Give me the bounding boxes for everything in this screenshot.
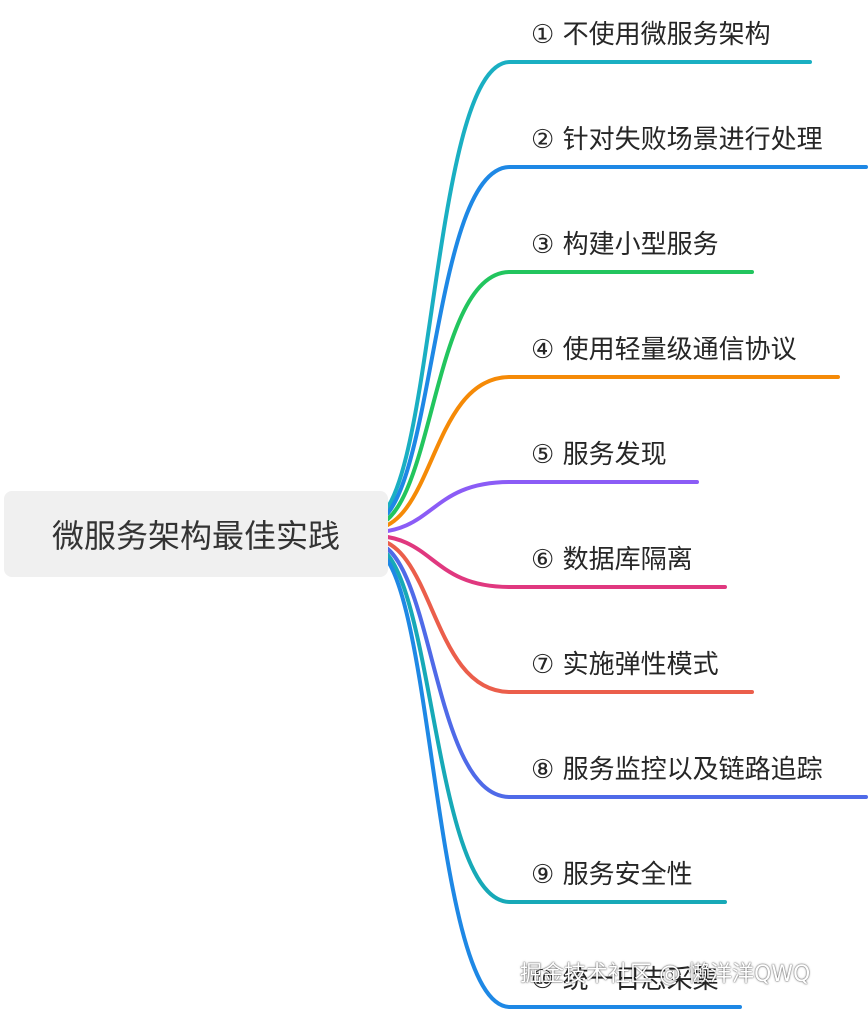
branch-node-4[interactable]: ④ 使用轻量级通信协议 (531, 335, 797, 365)
branch-node-8[interactable]: ⑧ 服务监控以及链路追踪 (531, 755, 823, 785)
branch-line-3 (368, 270, 754, 529)
branch-line-10 (368, 545, 742, 1009)
root-node[interactable]: 微服务架构最佳实践 (4, 491, 388, 577)
branch-line-7 (368, 536, 754, 694)
branch-node-9[interactable]: ⑨ 服务安全性 (531, 860, 693, 890)
branch-line-6 (368, 533, 727, 589)
branch-line-4 (368, 375, 840, 532)
branch-node-3[interactable]: ③ 构建小型服务 (531, 230, 719, 260)
branch-line-8 (368, 539, 868, 799)
branch-line-5 (368, 480, 699, 535)
branch-line-9 (368, 542, 727, 904)
root-node-label: 微服务架构最佳实践 (51, 517, 340, 555)
branch-node-5[interactable]: ⑤ 服务发现 (531, 440, 667, 470)
branch-node-10[interactable]: ⑩ 统一日志采集 (531, 965, 719, 995)
branch-line-1 (368, 60, 812, 523)
branch-node-1[interactable]: ① 不使用微服务架构 (531, 20, 771, 50)
watermark: 掘金技术社区 @ 懒洋洋QWQ (520, 962, 811, 987)
branch-node-2[interactable]: ② 针对失败场景进行处理 (531, 125, 823, 155)
branch-node-7[interactable]: ⑦ 实施弹性模式 (531, 650, 719, 680)
branch-line-2 (368, 165, 868, 526)
branch-node-6[interactable]: ⑥ 数据库隔离 (531, 545, 693, 575)
